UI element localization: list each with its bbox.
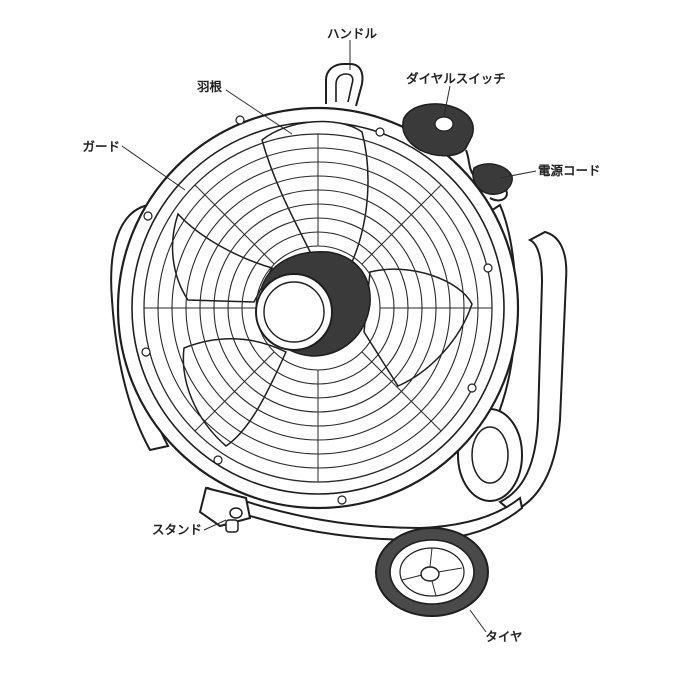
label-tire: タイヤ <box>485 629 522 644</box>
label-guard: ガード <box>82 139 120 154</box>
labels: ハンドル ダイヤルスイッチ 羽根 ガード 電源コード スタンド タイヤ <box>82 26 600 644</box>
label-stand: スタンド <box>152 522 202 537</box>
tire <box>375 527 489 617</box>
label-power-cord: 電源コード <box>538 163 601 178</box>
base-rail <box>202 486 524 542</box>
stand <box>198 486 252 533</box>
guard <box>141 115 493 505</box>
label-blade: 羽根 <box>197 79 223 94</box>
power-cord <box>465 149 513 202</box>
handle <box>325 63 364 107</box>
dial-switch <box>402 103 474 157</box>
hub <box>255 251 371 357</box>
label-dial-switch: ダイヤルスイッチ <box>406 71 506 86</box>
label-handle: ハンドル <box>327 26 378 41</box>
leader-lines <box>121 40 537 633</box>
